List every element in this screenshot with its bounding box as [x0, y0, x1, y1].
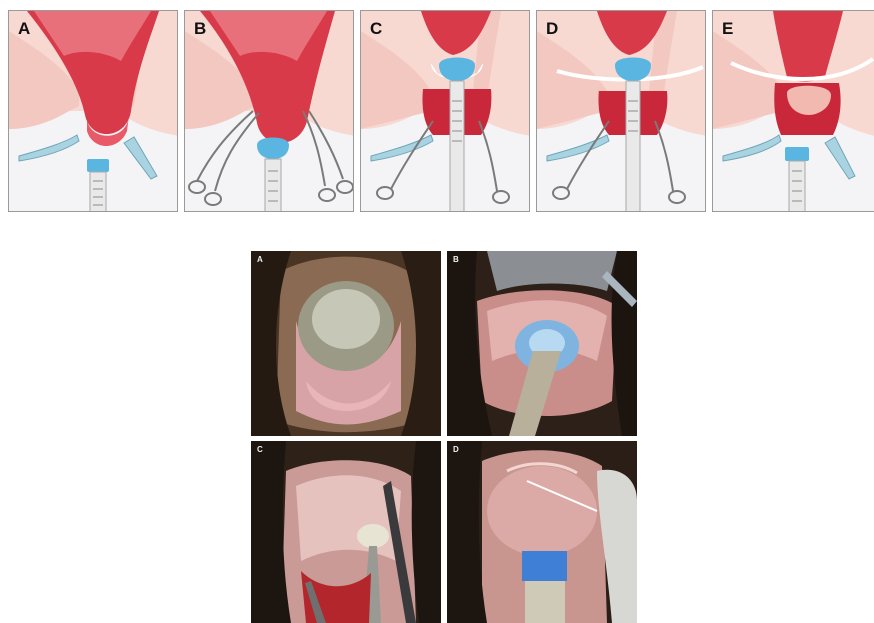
diagram-illustration-c: [361, 11, 530, 212]
photo-grid: A B C: [251, 251, 637, 623]
photo-panel-c: C: [251, 441, 441, 623]
photo-panel-label: D: [453, 445, 459, 454]
diagram-panel-label: A: [18, 19, 30, 39]
photo-panel-label: C: [257, 445, 263, 454]
clinical-photo-b: [447, 251, 637, 436]
diagram-panel-d: D: [536, 10, 706, 212]
photo-panel-label: A: [257, 255, 263, 264]
diagram-panel-label: E: [722, 19, 733, 39]
photo-panel-label: B: [453, 255, 459, 264]
diagram-illustration-b: [185, 11, 354, 212]
diagram-panel-b: B: [184, 10, 354, 212]
photo-panel-d: D: [447, 441, 637, 623]
diagram-panel-label: D: [546, 19, 558, 39]
diagram-panel-label: C: [370, 19, 382, 39]
photo-panel-a: A: [251, 251, 441, 436]
photo-panel-b: B: [447, 251, 637, 436]
clinical-photo-c: [251, 441, 441, 623]
diagram-illustration-a: [9, 11, 178, 212]
diagram-panel-a: A: [8, 10, 178, 212]
diagram-panel-c: C: [360, 10, 530, 212]
clinical-photo-a: [251, 251, 441, 436]
diagram-illustration-e: [713, 11, 874, 212]
clinical-photo-d: [447, 441, 637, 623]
diagram-panel-label: B: [194, 19, 206, 39]
diagram-illustration-d: [537, 11, 706, 212]
diagram-panel-e: E: [712, 10, 874, 212]
